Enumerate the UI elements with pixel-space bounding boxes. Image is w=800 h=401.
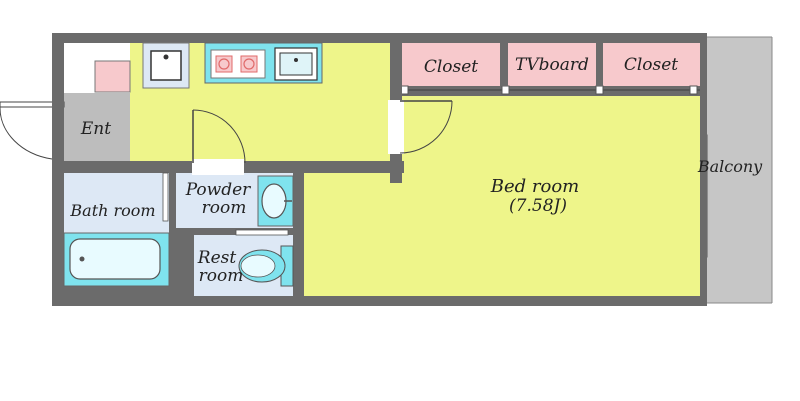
partition-wall-h2 (176, 228, 293, 235)
partition-wall-v2 (293, 173, 304, 296)
powder-room-label-line1: Powder (185, 180, 251, 200)
bed-room-label-line2: (7.58J) (509, 196, 567, 216)
rest-room-label-line1: Rest (197, 248, 237, 268)
washbasin-icon (257, 175, 294, 227)
bath-room-label: Bath room (69, 201, 155, 220)
powder-room-label-line2: room (202, 198, 247, 218)
bathtub-icon (63, 232, 170, 287)
shoe-cabinet (94, 60, 131, 93)
tv-board-area (508, 43, 596, 86)
bed-room-label-line1: Bed room (490, 176, 579, 197)
toilet-icon (238, 245, 294, 287)
bed-room-floor-lower (304, 173, 404, 296)
closet-left-label: Closet (424, 57, 478, 77)
closet-left-area (402, 43, 500, 86)
entrance-floor (64, 93, 130, 161)
closet-right-label: Closet (624, 55, 678, 75)
closet-right-area (603, 43, 700, 86)
bed-room-floor (402, 96, 700, 296)
powder-room-door-icon (192, 109, 246, 175)
entrance-label: Ent (80, 119, 111, 139)
bath-door (162, 172, 169, 222)
balcony-area (707, 37, 772, 303)
rest-room-door (235, 229, 289, 236)
washer-icon (142, 42, 190, 89)
partition-wall-h3 (500, 43, 508, 86)
partition-wall-v3 (169, 173, 176, 286)
rest-room-label-line2: room (199, 266, 244, 286)
partition-wall-h4 (596, 43, 603, 86)
balcony-label: Balcony (697, 157, 763, 176)
kitchen-counter (204, 42, 323, 84)
tv-board-label: TVboard (515, 55, 589, 75)
bed-room-door-icon (388, 100, 453, 154)
